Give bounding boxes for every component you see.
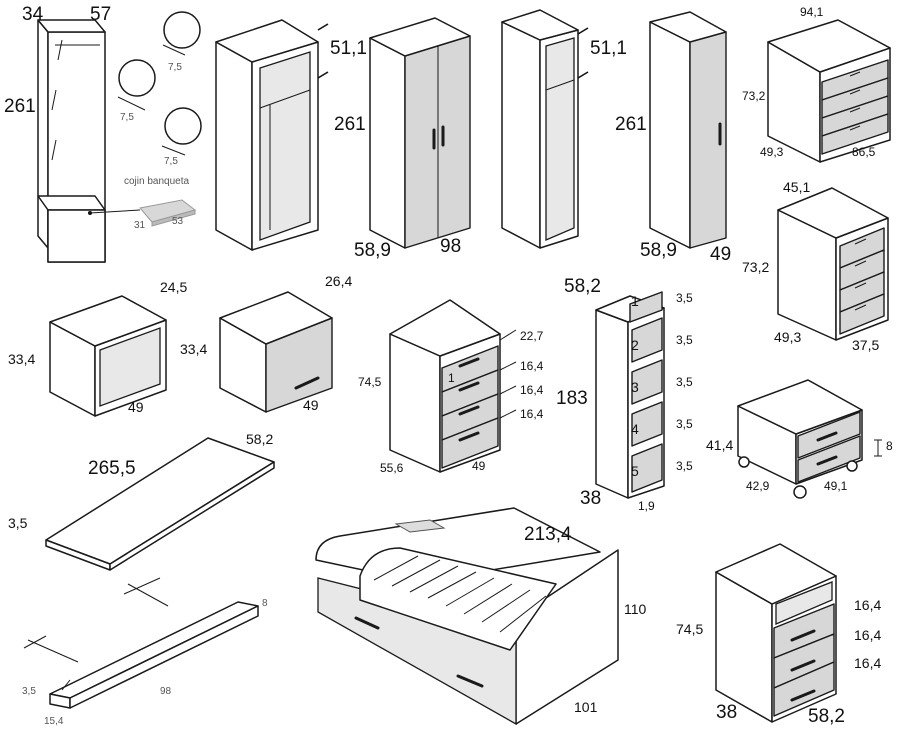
- wardrobe1-height: 261: [615, 114, 647, 135]
- bed-length: 213,4: [524, 524, 572, 545]
- bookcase-height: 183: [556, 388, 588, 409]
- shelf-4: 4: [631, 421, 639, 437]
- chest-narrow-front: 37,5: [852, 337, 879, 353]
- hanger-knobs: [117, 11, 202, 156]
- pedestal-width: 58,2: [808, 706, 845, 727]
- bedside-table: [737, 379, 863, 499]
- shelf-3: 3: [631, 379, 639, 395]
- bookcase-depth: 38: [580, 488, 601, 509]
- wall-box-door: [219, 291, 333, 413]
- shelf-5: 5: [631, 463, 639, 479]
- desktop-depth: 58,2: [246, 431, 273, 447]
- knob-size-3: 7,5: [164, 156, 178, 167]
- wardrobe1-depth: 58,9: [640, 240, 677, 261]
- wallbox-door-height: 33,4: [180, 341, 207, 357]
- bed-width: 101: [574, 699, 598, 715]
- gap-5: 3,5: [676, 459, 693, 473]
- bookcase-base: 1,9: [638, 499, 655, 513]
- open-wardrobe-double: [215, 19, 319, 251]
- floating-shelf: [23, 577, 259, 709]
- desktop-thickness: 3,5: [8, 515, 28, 531]
- drawer-tower: [389, 299, 501, 473]
- shelf-thick: 3,5: [22, 686, 36, 697]
- wardrobe-single-top: 51,1: [590, 38, 627, 59]
- wardrobe-two-door: [369, 17, 471, 249]
- wallbox-open-depth: 24,5: [160, 279, 187, 295]
- bedside-width: 49,1: [824, 479, 848, 493]
- wallbox-open-width: 49: [128, 399, 144, 415]
- wardrobe1-width: 49: [710, 244, 731, 265]
- mirror-height: 261: [4, 96, 36, 117]
- wardrobe2-height: 261: [334, 114, 366, 135]
- tower-width: 49: [472, 459, 486, 473]
- shelf-h: 8: [262, 598, 268, 609]
- wardrobe2-depth: 58,9: [354, 240, 391, 261]
- bed-with-trundle: [315, 507, 619, 726]
- chest-wide-front: 86,5: [852, 145, 876, 159]
- tower-d4: 16,4: [520, 407, 544, 421]
- open-wardrobe-single: [501, 9, 579, 249]
- mirror-bench: [37, 19, 141, 263]
- cushion-d: 31: [134, 220, 146, 231]
- mirror-depth: 34: [22, 4, 44, 25]
- cushion-w: 53: [172, 216, 184, 227]
- wardrobe-one-door: [649, 11, 727, 249]
- wallbox-door-depth: 26,4: [325, 273, 352, 289]
- wardrobe2-width: 98: [440, 236, 461, 257]
- wallbox-door-width: 49: [303, 397, 319, 413]
- pedestal-d2: 16,4: [854, 627, 881, 643]
- bedside-wheel: 8: [886, 439, 893, 453]
- chest-of-drawers-narrow: [777, 187, 889, 341]
- knob-size-2: 7,5: [120, 112, 134, 123]
- pedestal-d3: 16,4: [854, 655, 881, 671]
- wall-box-open: [49, 295, 167, 417]
- bedside-depth: 42,9: [746, 479, 770, 493]
- wardrobe-open-top: 51,1: [330, 38, 367, 59]
- gap-1: 3,5: [676, 291, 693, 305]
- desk-top-panel: [45, 437, 275, 571]
- tower-drawer-no: 1: [448, 371, 455, 385]
- wallbox-open-height: 33,4: [8, 351, 35, 367]
- shelf-2: 2: [631, 337, 639, 353]
- shelf-depth: 15,4: [44, 716, 64, 727]
- chest-wide-width: 94,1: [800, 5, 824, 19]
- pedestal-height: 74,5: [676, 621, 703, 637]
- desk-pedestal: [715, 543, 837, 723]
- shelf-1: 1: [631, 293, 639, 309]
- shelf-length: 98: [160, 686, 172, 697]
- knob-size-1: 7,5: [168, 62, 182, 73]
- bookcase: [595, 291, 665, 499]
- chest-of-drawers-wide: [767, 19, 891, 163]
- tower-d1: 22,7: [520, 329, 544, 343]
- tower-d2: 16,4: [520, 359, 544, 373]
- chest-narrow-width: 45,1: [783, 179, 810, 195]
- pedestal-depth: 38: [716, 702, 737, 723]
- chest-wide-height: 73,2: [742, 89, 766, 103]
- desktop-length: 265,5: [88, 458, 136, 479]
- bench-cushion: [139, 199, 197, 227]
- bedside-height: 41,4: [706, 437, 733, 453]
- tower-depth: 55,6: [380, 461, 404, 475]
- bed-height: 110: [624, 601, 647, 617]
- pedestal-d1: 16,4: [854, 597, 881, 613]
- tower-height: 74,5: [358, 375, 382, 389]
- cushion-label: cojin banqueta: [124, 176, 189, 187]
- tower-d3: 16,4: [520, 383, 544, 397]
- gap-2: 3,5: [676, 333, 693, 347]
- chest-narrow-height: 73,2: [742, 259, 769, 275]
- mirror-width: 57: [90, 4, 111, 25]
- gap-4: 3,5: [676, 417, 693, 431]
- gap-3: 3,5: [676, 375, 693, 389]
- chest-wide-depth: 49,3: [760, 145, 784, 159]
- chest-narrow-depth: 49,3: [774, 329, 801, 345]
- bookcase-top: 58,2: [564, 276, 601, 297]
